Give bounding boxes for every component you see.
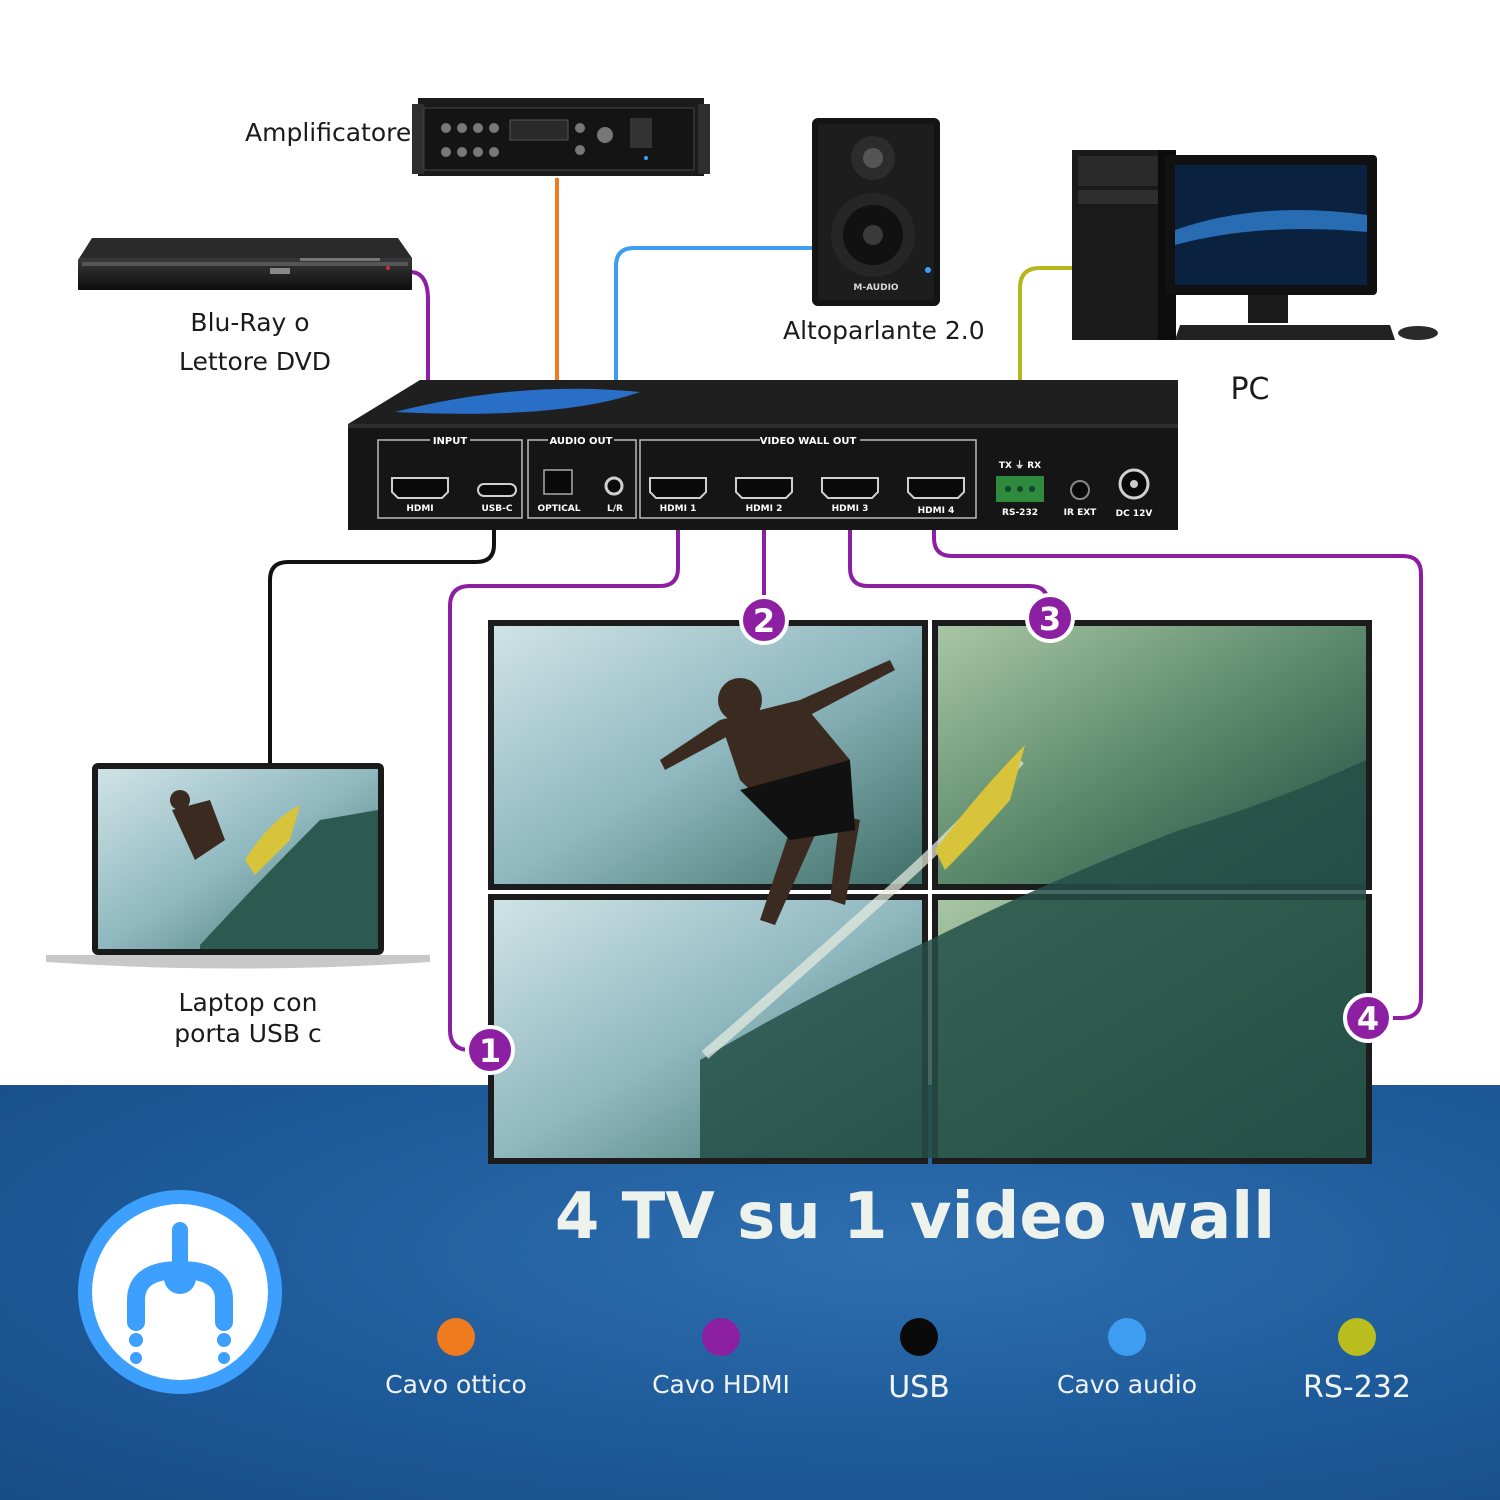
label-laptop-line2: porta USB c (174, 1019, 322, 1048)
legend-hdmi: Cavo HDMI (601, 1318, 841, 1399)
port-label-dc: DC 12V (1116, 509, 1153, 519)
hdmi1-port (649, 477, 707, 499)
label-pc: PC (1230, 372, 1270, 407)
cable-hdmi1-tv1 (448, 520, 680, 1052)
port-label-txrx: TX ⏚ RX (999, 460, 1041, 471)
cable-rs232-pc (1018, 266, 1072, 470)
legend-dot-usb (900, 1318, 938, 1356)
port-label-rs232: RS-232 (1002, 508, 1038, 518)
legend-label-rs232: RS-232 (1303, 1370, 1411, 1405)
port-label-irext: IR EXT (1064, 508, 1097, 518)
pc (1072, 150, 1438, 340)
marker-1: 1 (465, 1025, 515, 1075)
amplifier (412, 98, 710, 176)
group-audio-out: AUDIO OUT (550, 436, 613, 447)
cable-hdmi3-tv3 (848, 520, 1050, 605)
hdmi-in-port (391, 477, 449, 499)
lr-jack (604, 476, 624, 496)
usbc-port (477, 483, 517, 497)
port-label-lr: L/R (607, 504, 623, 514)
legend-label-hdmi: Cavo HDMI (652, 1370, 790, 1399)
video-wall (488, 620, 1372, 1164)
cables (268, 178, 1423, 1052)
marker-4-label: 4 (1357, 1000, 1379, 1038)
headline: 4 TV su 1 video wall (554, 1180, 1276, 1254)
ir-ext-jack (1070, 480, 1090, 500)
port-label-hdmi3: HDMI 3 (832, 504, 869, 514)
legend-label-usb: USB (888, 1370, 950, 1405)
marker-3-label: 3 (1039, 600, 1061, 638)
port-label-optical: OPTICAL (537, 504, 580, 514)
legend-dot-hdmi (702, 1318, 740, 1356)
speaker-brand: M-AUDIO (853, 283, 899, 293)
port-label-hdmi2: HDMI 2 (746, 504, 783, 514)
marker-2: 2 (739, 595, 789, 645)
port-label-hdmi1: HDMI 1 (660, 504, 697, 514)
legend-rs232: RS-232 (1237, 1318, 1477, 1405)
bluray-player (78, 238, 412, 290)
marker-3: 3 (1025, 593, 1075, 643)
port-label-hdmi: HDMI (406, 504, 433, 514)
hdmi2-port (735, 477, 793, 499)
cable-hdmi-bluray (409, 270, 430, 470)
speaker: M-AUDIO (812, 118, 940, 306)
legend-dot-optical (437, 1318, 475, 1356)
cable-hdmi4-tv4 (932, 520, 1423, 1020)
marker-1-label: 1 (479, 1032, 501, 1070)
hdmi3-port (821, 477, 879, 499)
port-label-usbc: USB-C (482, 504, 513, 514)
legend-label-audio: Cavo audio (1056, 1370, 1198, 1399)
legend-dot-audio (1108, 1318, 1146, 1356)
legend-optical: Cavo ottico (336, 1318, 576, 1399)
group-video-wall-out: VIDEO WALL OUT (760, 436, 857, 447)
video-wall-controller: INPUT AUDIO OUT VIDEO WALL OUT HDMI USB-… (348, 380, 1178, 530)
legend-label-optical: Cavo ottico (385, 1370, 527, 1399)
marker-2-label: 2 (753, 602, 775, 640)
legend-audio: Cavo audio (1007, 1318, 1247, 1399)
legend-usb: USB (799, 1318, 1039, 1405)
marker-4: 4 (1343, 993, 1393, 1043)
label-speaker: Altoparlante 2.0 (783, 316, 985, 345)
label-amplifier: Amplificatore (245, 118, 412, 147)
hdmi4-port (907, 477, 965, 499)
port-label-hdmi4: HDMI 4 (918, 506, 955, 516)
splitter-logo-icon (78, 1190, 282, 1394)
cable-usb-laptop (268, 520, 496, 765)
label-bluray-line2: Lettore DVD (179, 347, 331, 376)
laptop (46, 763, 430, 969)
optical-port (543, 469, 573, 495)
group-input: INPUT (433, 436, 468, 447)
label-bluray-line1: Blu-Ray o (190, 308, 310, 337)
legend-dot-rs232 (1338, 1318, 1376, 1356)
cable-audio-speaker (614, 246, 812, 470)
label-laptop-line1: Laptop con (178, 988, 318, 1017)
